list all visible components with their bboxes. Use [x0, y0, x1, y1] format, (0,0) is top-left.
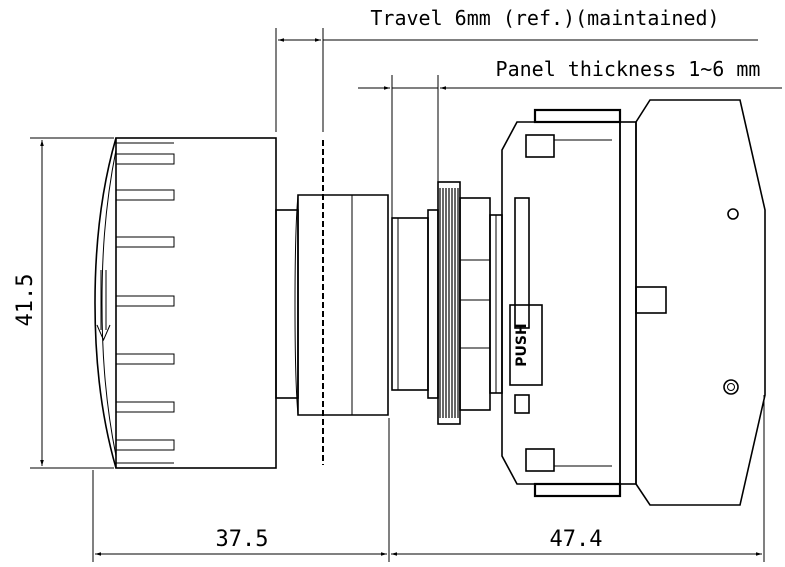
height-dimension: 41.5 [13, 137, 114, 469]
travel-dimension: Travel 6mm (ref.)(maintained) [275, 6, 758, 132]
cap-ribs [115, 142, 175, 464]
bezel-and-nut [391, 181, 503, 425]
button-cap [94, 137, 277, 469]
terminal-block [635, 99, 766, 506]
nut-knurling [439, 188, 459, 418]
height-label: 41.5 [13, 274, 38, 327]
rear-length-label: 47.4 [550, 527, 603, 552]
travel-label: Travel 6mm (ref.)(maintained) [370, 6, 719, 30]
contact-block-housing [501, 108, 637, 498]
panel-thickness-dimension: Panel thickness 1~6 mm [358, 57, 782, 218]
front-length-label: 37.5 [216, 527, 269, 552]
length-dimensions: 37.5 47.4 [92, 395, 765, 562]
push-label: PUSH [514, 323, 530, 366]
plunger [275, 140, 389, 465]
cap-arrow-marking [96, 270, 111, 342]
panel-thickness-label: Panel thickness 1~6 mm [496, 57, 761, 81]
